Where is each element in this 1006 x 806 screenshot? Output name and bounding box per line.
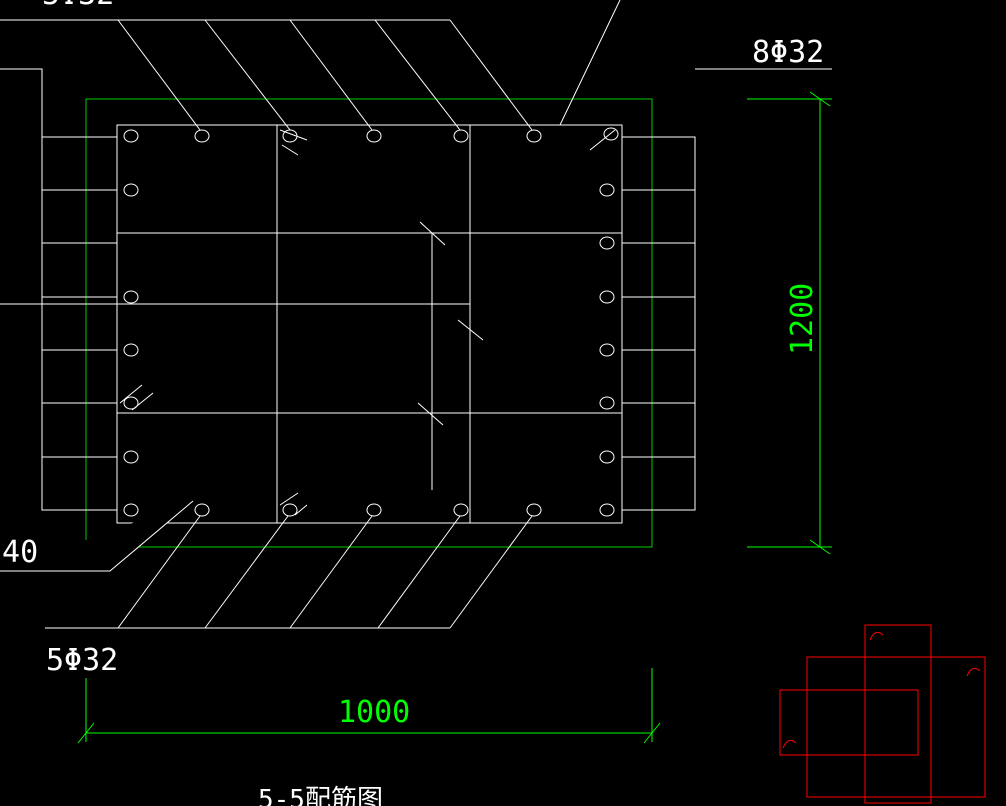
- width-dimension-label: 1000: [338, 695, 410, 730]
- concrete-grade-label: C40: [0, 535, 38, 570]
- top-rebar-label: 5Φ32: [42, 0, 114, 12]
- rebar-circles: [123, 127, 619, 517]
- right-rebar-label: 8Φ32: [752, 35, 824, 70]
- section-grid: [0, 68, 832, 524]
- red-detail: [779, 624, 986, 804]
- hook-ticks: [119, 129, 616, 516]
- height-dimension: [747, 91, 832, 555]
- drawing-title: 5-5配筋图: [258, 785, 383, 806]
- top-rebar-leaders: [0, 0, 621, 131]
- bottom-rebar-leaders: [0, 500, 533, 629]
- height-dimension-label: 1200: [785, 283, 820, 355]
- width-dimension: [77, 668, 661, 744]
- section-outline: [85, 98, 653, 548]
- left-stirrup-leaders: [42, 136, 117, 458]
- right-stirrup-leaders: [622, 189, 695, 458]
- bottom-rebar-label: 5Φ32: [46, 643, 118, 678]
